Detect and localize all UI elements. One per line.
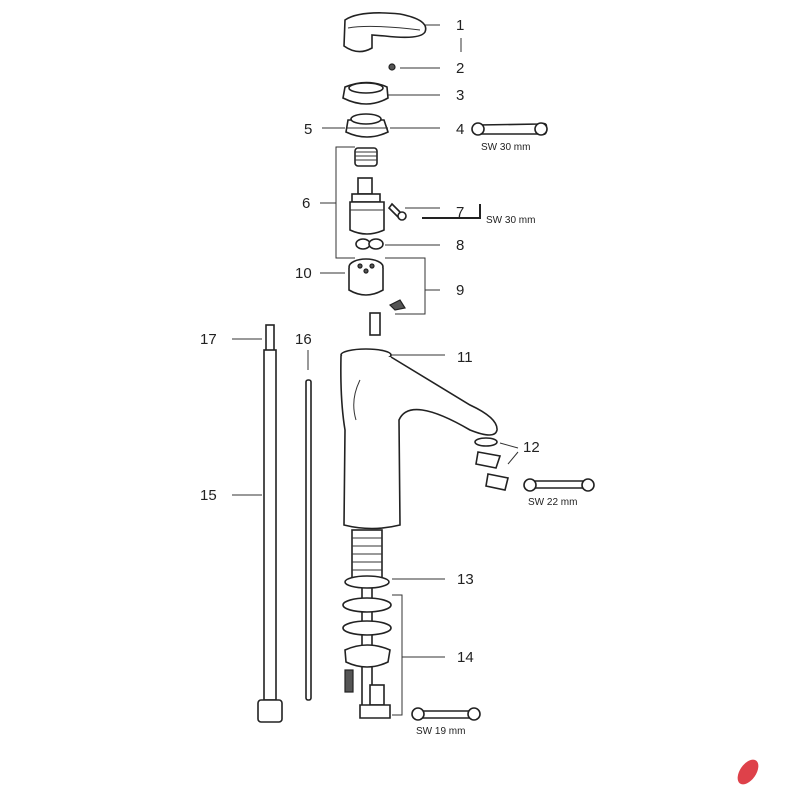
callout-17: 17 bbox=[200, 331, 217, 348]
callout-11: 11 bbox=[457, 349, 473, 366]
callout-6: 6 bbox=[302, 195, 310, 212]
callout-2: 2 bbox=[456, 60, 464, 77]
callout-14: 14 bbox=[457, 649, 474, 666]
callout-4: 4 bbox=[456, 121, 464, 138]
callout-10: 10 bbox=[295, 265, 312, 282]
wrench-icon bbox=[523, 478, 595, 492]
callout-7: 7 bbox=[456, 204, 464, 221]
part-12-aerator bbox=[474, 437, 509, 491]
part-3-cover-ring bbox=[342, 81, 389, 105]
threaded-stud bbox=[351, 529, 383, 709]
wrench-size-4: SW 30 mm bbox=[481, 142, 530, 153]
part-10-base bbox=[348, 258, 406, 311]
callout-5: 5 bbox=[304, 121, 312, 138]
callout-9: 9 bbox=[456, 282, 464, 299]
callout-1: 1 bbox=[456, 17, 464, 34]
part-8-seals bbox=[355, 238, 384, 250]
supply-connector bbox=[369, 312, 381, 336]
part-6-cartridge bbox=[349, 147, 385, 235]
callout-16: 16 bbox=[295, 331, 312, 348]
wrench-icon bbox=[411, 707, 481, 721]
hex-key-size-7: SW 30 mm bbox=[486, 215, 535, 226]
part-16-rod bbox=[305, 379, 312, 701]
part-13-gasket bbox=[344, 575, 390, 589]
tool-labels: SW 30 mm SW 30 mm SW 22 mm SW 19 mm bbox=[416, 142, 577, 737]
part-15-17-flex-hose bbox=[257, 324, 283, 723]
callout-8: 8 bbox=[456, 237, 464, 254]
wrench-size-14: SW 19 mm bbox=[416, 726, 465, 737]
part-11-faucet-body bbox=[340, 348, 498, 530]
callout-3: 3 bbox=[456, 87, 464, 104]
hex-key-icon bbox=[422, 204, 481, 219]
wrench-size-12: SW 22 mm bbox=[528, 497, 577, 508]
callout-15: 15 bbox=[200, 487, 217, 504]
callout-labels: 1 2 3 4 5 6 7 8 9 10 11 12 13 14 15 16 1… bbox=[200, 17, 540, 666]
part-7-screw bbox=[387, 202, 407, 221]
callout-12: 12 bbox=[523, 439, 540, 456]
part-1-lever-handle bbox=[343, 12, 427, 53]
callout-13: 13 bbox=[457, 571, 474, 588]
part-4-5-nut bbox=[345, 113, 389, 138]
part-2-grub-screw bbox=[388, 63, 396, 71]
part-14-fixing-set bbox=[342, 597, 392, 719]
leader-lines bbox=[232, 24, 519, 716]
wrench-icon bbox=[471, 122, 548, 136]
red-mark bbox=[737, 759, 759, 785]
